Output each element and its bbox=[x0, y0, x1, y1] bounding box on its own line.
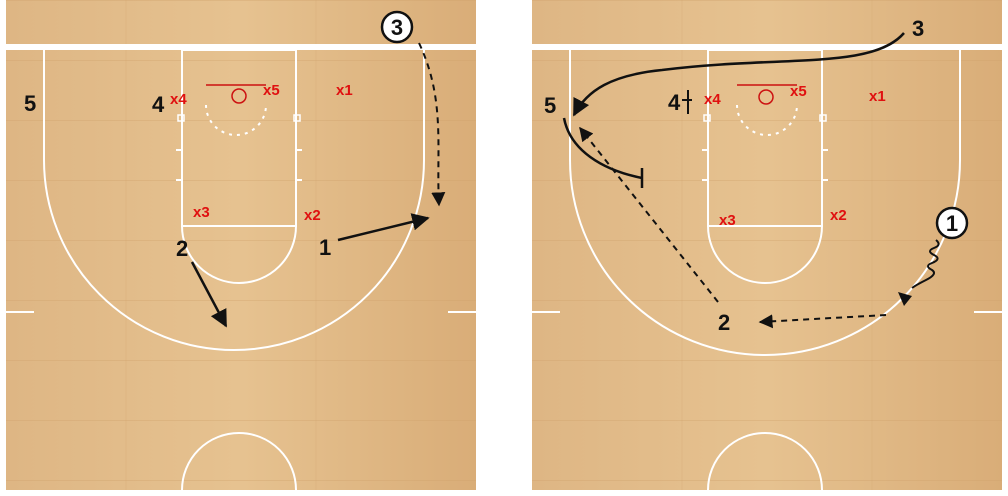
defense-x1: x1 bbox=[336, 82, 353, 99]
defense-x5: x5 bbox=[790, 83, 807, 100]
screen-4-path bbox=[682, 90, 692, 114]
court-lines bbox=[6, 45, 476, 491]
cut-1-path bbox=[337, 213, 430, 242]
defense-x5: x5 bbox=[263, 82, 280, 99]
offense-player-2: 2 bbox=[176, 236, 188, 261]
court-svg-left: 5 4 3 2 1 x4 x5 x1 x3 x2 bbox=[6, 0, 476, 491]
defense-x3: x3 bbox=[193, 204, 210, 221]
offense-player-3: 3 bbox=[391, 15, 403, 40]
screen-5-path bbox=[562, 117, 644, 188]
defense-x1: x1 bbox=[869, 88, 886, 105]
court-lines bbox=[532, 45, 1002, 491]
defense-x2: x2 bbox=[304, 207, 321, 224]
pass-2-to-5-path bbox=[579, 126, 719, 303]
dribble-1-path bbox=[898, 239, 940, 306]
offense-player-1-ring bbox=[935, 206, 969, 240]
court-svg-right: 3 5 4 1 2 x4 x5 x1 x3 x2 bbox=[532, 0, 1002, 491]
defense-x4: x4 bbox=[704, 91, 721, 108]
defense-x3: x3 bbox=[719, 212, 736, 229]
offense-player-5: 5 bbox=[544, 93, 556, 118]
offense-player-1: 1 bbox=[946, 211, 958, 236]
court-diagram-left: 5 4 3 2 1 x4 x5 x1 x3 x2 bbox=[6, 0, 476, 496]
defense-x2: x2 bbox=[830, 207, 847, 224]
defense-x4: x4 bbox=[170, 91, 187, 108]
rim bbox=[758, 89, 774, 105]
offense-player-3: 3 bbox=[912, 16, 924, 41]
court-floor bbox=[6, 0, 476, 490]
court-floor bbox=[532, 0, 1002, 490]
court-diagram-right: 3 5 4 1 2 x4 x5 x1 x3 x2 bbox=[532, 0, 1002, 496]
offense-player-2: 2 bbox=[718, 310, 730, 335]
cut-3-path bbox=[572, 32, 905, 117]
cut-2-path bbox=[190, 261, 228, 328]
offense-player-5: 5 bbox=[24, 91, 36, 116]
offense-player-4: 4 bbox=[668, 90, 681, 115]
offense-player-4: 4 bbox=[152, 92, 165, 117]
cut-3-path bbox=[418, 42, 446, 207]
rim bbox=[231, 88, 247, 104]
offense-player-1: 1 bbox=[319, 235, 331, 260]
offense-player-3-ring bbox=[380, 10, 414, 44]
